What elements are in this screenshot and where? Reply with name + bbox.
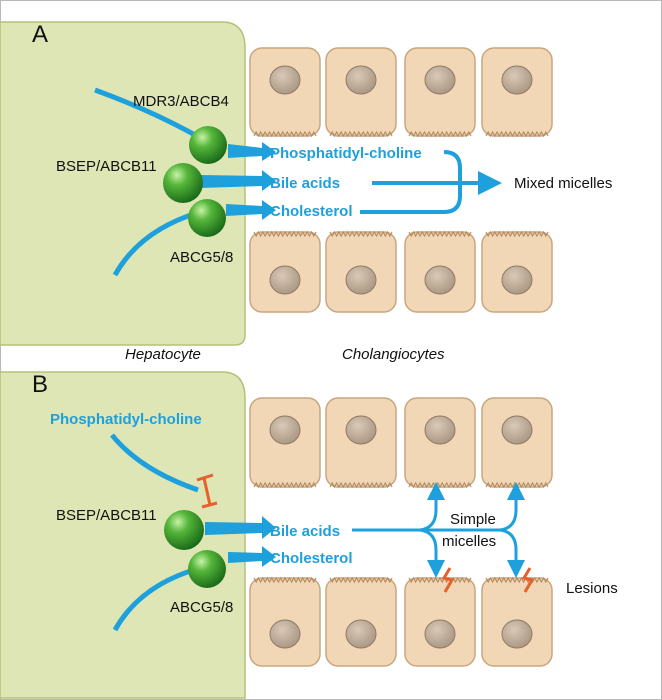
label-lesions: Lesions	[566, 580, 618, 597]
cholangiocyte-cell	[404, 230, 476, 313]
cholangiocyte-cell	[404, 47, 476, 138]
label-cholangiocytes: Cholangiocytes	[342, 346, 445, 363]
lesion-icon	[441, 567, 455, 593]
arrow-chol-a	[226, 200, 276, 220]
arrow-bile-a	[200, 170, 276, 191]
label-abcg-b: ABCG5/8	[170, 599, 233, 616]
cholangiocyte-cell	[481, 230, 553, 313]
cell-nucleus	[424, 65, 456, 95]
cholangiocyte-cell	[404, 576, 476, 667]
cholangiocyte-cell	[249, 576, 321, 667]
cell-nucleus	[269, 619, 301, 649]
cell-nucleus	[424, 265, 456, 295]
cell-nucleus	[501, 265, 533, 295]
arrow-pc-a	[228, 142, 276, 161]
cholangiocyte-cell	[325, 230, 397, 313]
transporter-mdr3	[189, 126, 227, 164]
hepatocyte-a	[0, 21, 246, 346]
branch-down-1	[419, 528, 445, 578]
cell-nucleus	[269, 65, 301, 95]
cholangiocyte-cell	[481, 576, 553, 667]
cell-nucleus	[501, 415, 533, 445]
arrow-chol-b	[228, 546, 276, 567]
label-simple: Simple	[450, 511, 496, 528]
blocked-transporter-icon	[196, 473, 218, 509]
cell-nucleus	[269, 415, 301, 445]
label-bsep-b: BSEP/ABCB11	[56, 507, 157, 524]
cholangiocyte-cell	[325, 576, 397, 667]
label-bile-a: Bile acids	[270, 175, 340, 192]
cholangiocyte-cell	[325, 47, 397, 138]
cell-nucleus	[345, 65, 377, 95]
hepatocyte-b	[0, 371, 246, 699]
arrow-in-abcg-b	[112, 565, 201, 632]
label-hepatocyte: Hepatocyte	[125, 346, 201, 363]
label-chol-b: Cholesterol	[270, 550, 353, 567]
cholangiocyte-cell	[481, 47, 553, 138]
label-bsep-a: BSEP/ABCB11	[56, 158, 157, 175]
branch-down-2	[499, 528, 525, 578]
cell-nucleus	[345, 415, 377, 445]
cell-nucleus	[424, 415, 456, 445]
cholangiocyte-cell	[249, 47, 321, 138]
cell-nucleus	[501, 65, 533, 95]
label-micelles: micelles	[442, 533, 496, 550]
label-pc-b: Phosphatidyl-choline	[50, 411, 202, 428]
panel-b-letter: B	[32, 371, 48, 398]
cholangiocyte-cell	[249, 397, 321, 489]
arrow-pc-b-blocked	[110, 433, 199, 493]
label-chol-a: Cholesterol	[270, 203, 353, 220]
cholangiocyte-cell	[325, 397, 397, 489]
label-bile-b: Bile acids	[270, 523, 340, 540]
arrow-bile-b	[205, 516, 276, 539]
label-pc-a: Phosphatidyl-choline	[270, 145, 422, 162]
branch-up-1	[419, 482, 445, 532]
panel-a-letter: A	[32, 21, 48, 48]
cholangiocyte-cell	[404, 397, 476, 489]
cell-nucleus	[345, 619, 377, 649]
transporter-abcg-a	[188, 199, 226, 237]
cell-nucleus	[269, 265, 301, 295]
transporter-bsep-b	[164, 510, 204, 550]
arrow-in-abcg	[112, 209, 201, 277]
cholangiocyte-cell	[481, 397, 553, 489]
label-abcg-a: ABCG5/8	[170, 249, 233, 266]
lesion-icon	[521, 567, 535, 593]
branch-up-2	[499, 482, 525, 532]
transporter-bsep-a	[163, 163, 203, 203]
cell-nucleus	[424, 619, 456, 649]
cell-nucleus	[345, 265, 377, 295]
label-mdr3: MDR3/ABCB4	[133, 93, 229, 110]
cell-nucleus	[501, 619, 533, 649]
label-mixed-micelles: Mixed micelles	[514, 175, 612, 192]
cholangiocyte-cell	[249, 230, 321, 313]
transporter-abcg-b	[188, 550, 226, 588]
arrow-in-mdr3	[94, 87, 197, 138]
cholangiocyte-cells	[249, 47, 553, 667]
merge-bracket	[360, 150, 462, 214]
